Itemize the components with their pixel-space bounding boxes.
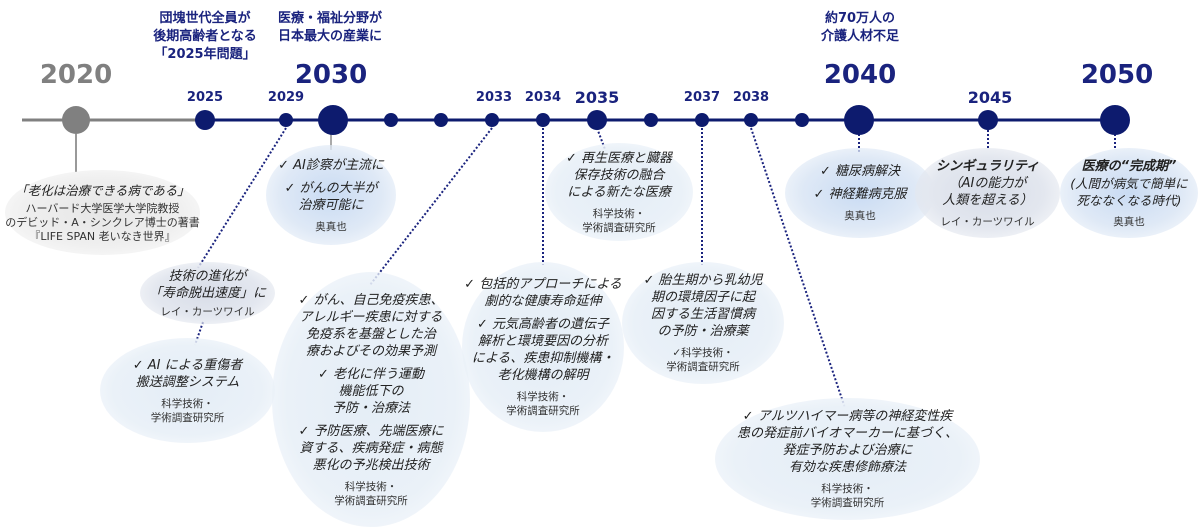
bubble-2034-item2: ✓ 元気高齢者の遺伝子 解析と環境要因の分析 による、疾患抑制機構・ 老化機構の…: [471, 317, 615, 383]
bubble-2037-text: ✓ 胎生期から乳幼児 期の環境因子に起 因する生活習慣病 の予防・治療薬: [643, 273, 763, 339]
dot-2029: [279, 113, 293, 127]
dot-2030: [318, 105, 348, 135]
bubble-2050: 医療の“完成期” (人間が病気で簡単に 死ななくなる時代) 奥真也: [1060, 148, 1198, 238]
bubble-2038-source: 科学技術・ 学術調査研究所: [810, 483, 885, 509]
bubble-2030: ✓ AI診察が主流に ✓ がんの大半が 治療可能に 奥真也: [266, 145, 396, 245]
bubble-2029-text: 技術の進化が 「寿命脱出速度」に: [148, 268, 266, 301]
bubble-2050-body: (人間が病気で簡単に 死ななくなる時代): [1070, 175, 1188, 208]
dot-2035: [587, 110, 607, 130]
bubble-2045-body: （AIの能力が 人類を超える）: [942, 175, 1033, 208]
bubble-2038-text: ✓ アルツハイマー病等の神経変性疾 患の発症前バイオマーカーに基づく、 発症予防…: [736, 409, 958, 475]
bubble-2029-escape-velocity: 技術の進化が 「寿命脱出速度」に レイ・カーツワイル: [140, 262, 275, 324]
year-2033: 2033: [475, 90, 513, 105]
dot-2034: [536, 113, 550, 127]
dot-2020: [62, 106, 90, 134]
bubble-2034-item1: ✓ 包括的アプローチによる 劇的な健康寿命延伸: [464, 277, 622, 309]
bubble-2020-title: 「老化は治療できる病である」: [15, 182, 190, 198]
bubble-2033-item1: ✓ がん、自己免疫疾患、 アレルギー疾患に対する 免疫系を基盤とした治 療および…: [298, 292, 444, 359]
connector-2033: [369, 127, 493, 286]
year-2040: 2040: [823, 60, 897, 90]
dot-2037: [695, 113, 709, 127]
bubble-2045: シンギュラリティ （AIの能力が 人類を超える） レイ・カーツワイル: [915, 148, 1060, 238]
year-2050: 2050: [1080, 60, 1154, 90]
bubble-2035-source: 科学技術・ 学術調査研究所: [582, 207, 656, 234]
year-2030: 2030: [294, 60, 368, 90]
bubble-2034: ✓ 包括的アプローチによる 劇的な健康寿命延伸 ✓ 元気高齢者の遺伝子 解析と環…: [462, 262, 624, 432]
bubble-2029b-source: 科学技術・ 学術調査研究所: [150, 397, 225, 424]
bubble-2020: 「老化は治療できる病である」 ハーバード大学医学大学院教授 のデビッド・A・シン…: [5, 170, 200, 255]
bubble-2040-item1: ✓ 糖尿病解決: [819, 164, 901, 179]
bubble-2040-source: 奥真也: [844, 210, 876, 222]
bubble-2033-item3: ✓ 予防医療、先端医療に 資する、疾病発症・病態 悪化の予兆検出技術: [298, 423, 444, 473]
bubble-2033: ✓ がん、自己免疫疾患、 アレルギー疾患に対する 免疫系を基盤とした治 療および…: [272, 272, 470, 527]
bubble-2050-source: 奥真也: [1113, 215, 1145, 228]
bubble-2035: ✓ 再生医療と臓器 保存技術の融合 による新たな医療 科学技術・ 学術調査研究所: [545, 143, 693, 241]
bubble-2040: ✓ 糖尿病解決 ✓ 神経難病克服 奥真也: [785, 148, 935, 238]
year-2025: 2025: [186, 90, 224, 105]
connector-2029: [197, 127, 287, 269]
dot-2025: [195, 110, 215, 130]
connector-2038: [750, 127, 846, 409]
dot-2033: [485, 113, 499, 127]
year-2035: 2035: [574, 88, 620, 107]
year-2029: 2029: [267, 90, 305, 105]
bubble-2029-ai-transport: ✓ AI による重傷者 搬送調整システム 科学技術・ 学術調査研究所: [100, 338, 275, 443]
bubble-2029b-text: ✓ AI による重傷者 搬送調整システム: [132, 357, 243, 390]
bubble-2045-title: シンギュラリティ: [935, 158, 1040, 174]
dot-2031: [384, 113, 398, 127]
dot-2036: [644, 113, 658, 127]
dot-2032: [434, 113, 448, 127]
bubble-2035-text: ✓ 再生医療と臓器 保存技術の融合 による新たな医療: [565, 150, 673, 200]
bubble-2030-item1: ✓ AI診察が主流に: [278, 157, 384, 173]
headline-2040: 約70万人の 介護人材不足: [820, 11, 900, 44]
bubble-2037: ✓ 胎生期から乳幼児 期の環境因子に起 因する生活習慣病 の予防・治療薬 ✓科学…: [622, 262, 784, 384]
dot-2039: [795, 113, 809, 127]
bubble-2037-source: ✓科学技術・ 学術調査研究所: [666, 347, 740, 373]
year-2034: 2034: [524, 90, 562, 105]
dot-2045: [978, 110, 998, 130]
dot-2040: [844, 105, 874, 135]
bubble-2030-item2: ✓ がんの大半が 治療可能に: [284, 180, 378, 213]
bubble-2034-source: 科学技術・ 学術調査研究所: [506, 391, 580, 417]
headline-2025: 団塊世代全員が 後期高齢者となる 「2025年問題」: [153, 11, 257, 62]
bubble-2045-source: レイ・カーツワイル: [940, 215, 1035, 228]
bubble-2050-title: 医療の“完成期”: [1081, 158, 1177, 174]
year-2045: 2045: [967, 88, 1013, 107]
bubble-2020-body: ハーバード大学医学大学院教授 のデビッド・A・シンクレア博士の著書 『LIFE …: [5, 201, 200, 243]
year-2020: 2020: [39, 60, 113, 90]
year-2038: 2038: [732, 90, 770, 105]
bubble-2033-source: 科学技術・ 学術調査研究所: [334, 480, 408, 507]
bubble-2040-item2: ✓ 神経難病克服: [813, 187, 907, 202]
year-2037: 2037: [683, 90, 721, 105]
bubble-2029-source: レイ・カーツワイル: [160, 305, 255, 318]
dot-2050: [1100, 105, 1130, 135]
dot-2038: [744, 113, 758, 127]
bubble-2030-source: 奥真也: [315, 220, 347, 233]
bubble-2038: ✓ アルツハイマー病等の神経変性疾 患の発症前バイオマーカーに基づく、 発症予防…: [715, 398, 980, 520]
bubble-2033-item2: ✓ 老化に伴う運動 機能低下の 予防・治療法: [317, 366, 425, 416]
headline-2030: 医療・福祉分野が 日本最大の産業に: [277, 11, 383, 44]
